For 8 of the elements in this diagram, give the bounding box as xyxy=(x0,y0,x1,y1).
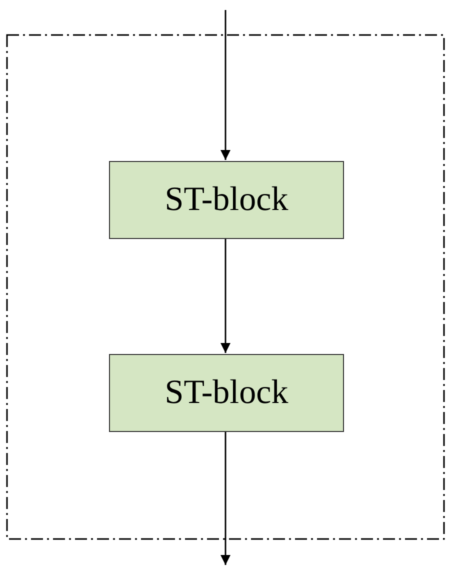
process-box xyxy=(109,354,344,432)
box-label: ST-block xyxy=(164,181,288,219)
arrow xyxy=(220,238,230,353)
arrow xyxy=(220,431,230,565)
arrow xyxy=(220,10,230,160)
box-label: ST-block xyxy=(164,374,288,412)
process-box xyxy=(109,161,344,239)
dash-dot-frame xyxy=(6,34,445,540)
